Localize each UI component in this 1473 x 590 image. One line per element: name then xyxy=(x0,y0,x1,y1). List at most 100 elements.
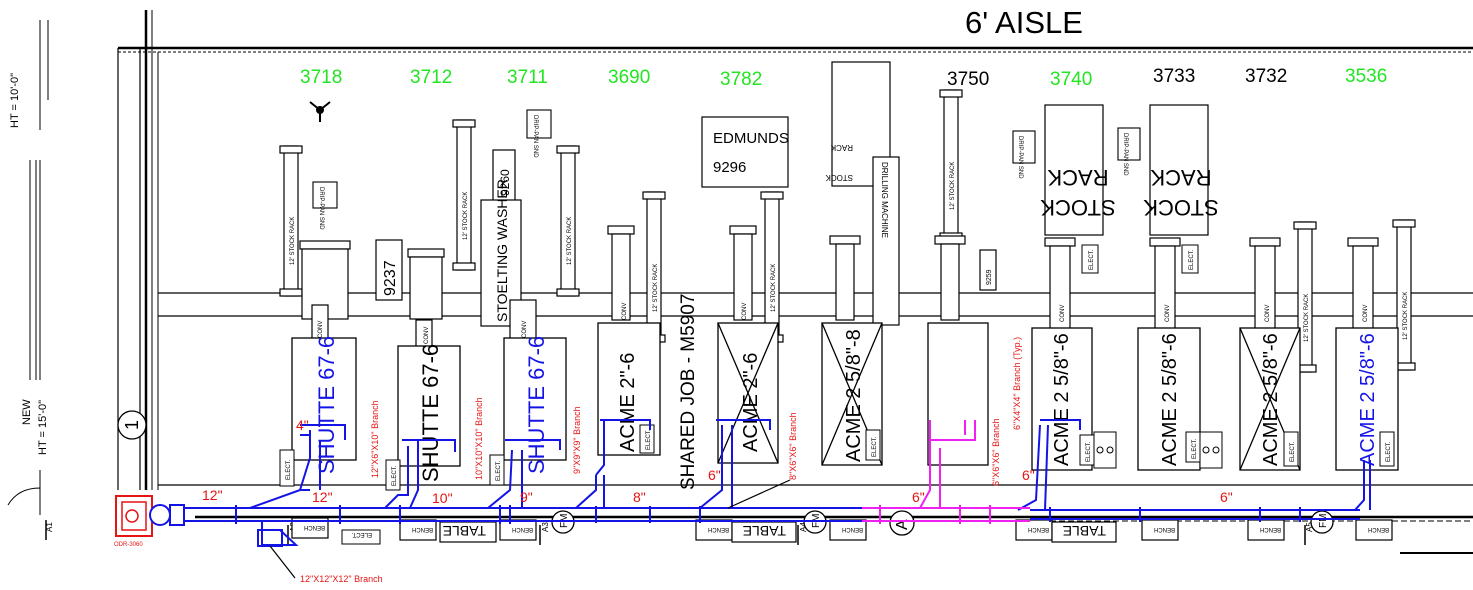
svg-text:ELECT.: ELECT. xyxy=(646,429,652,450)
machine-number: 3536 xyxy=(1345,66,1387,87)
ht-bottom-label: HT = 15'-0" xyxy=(37,400,49,455)
svg-text:CONV: CONV xyxy=(1265,305,1271,322)
machine-number: 3740 xyxy=(1050,69,1092,90)
svg-text:SHUTTE 67-6: SHUTTE 67-6 xyxy=(418,344,443,482)
elect-boxes: ELECT. ELECT. ELECT. ELECT. ELECT. ELECT… xyxy=(279,244,1395,491)
svg-text:TABLE: TABLE xyxy=(743,523,786,539)
svg-text:ELECT.: ELECT. xyxy=(286,459,292,480)
drip-pans: DRIP-PAN SND DRIP-PAN SND DRIP-PAN SND D… xyxy=(312,109,1141,230)
machine-bodies xyxy=(291,322,1399,471)
aisle-title: 6' AISLE xyxy=(965,5,1083,40)
branch-label: 12"X6"X10" Branch xyxy=(370,400,380,478)
svg-text:ELECT.: ELECT. xyxy=(1086,441,1092,462)
conv-labels: CONV CONV CONV CONV CONV CONV CONV CONV … xyxy=(318,303,1369,344)
machine-number: 3732 xyxy=(1245,66,1287,87)
svg-text:STOCK: STOCK xyxy=(1040,195,1116,220)
branch-label: 6"X4"X4" Branch (Typ.) xyxy=(1012,337,1022,430)
svg-text:CONV: CONV xyxy=(522,321,528,338)
duct-size: 12" xyxy=(202,487,223,503)
stock-racks: 12' STOCK RACK 12' STOCK RACK 12' STOCK … xyxy=(279,89,1416,373)
column-marker: A3 xyxy=(541,522,550,532)
svg-text:BENCH: BENCH xyxy=(412,526,433,532)
svg-text:CONV: CONV xyxy=(318,321,324,338)
svg-text:BENCH: BENCH xyxy=(1154,526,1175,532)
column-marker: A4 xyxy=(799,522,808,532)
benches-tables: BENCH BENCH TABLE BENCH BENCH TABLE BENC… xyxy=(291,517,1393,545)
svg-text:CONV: CONV xyxy=(742,303,748,320)
svg-text:12' STOCK RACK: 12' STOCK RACK xyxy=(1403,292,1409,340)
machine-number: 3711 xyxy=(507,67,548,88)
svg-text:SHUTTE 67-6: SHUTTE 67-6 xyxy=(524,336,549,474)
svg-text:RACK: RACK xyxy=(1150,165,1211,190)
svg-text:CONV: CONV xyxy=(424,327,430,344)
svg-text:CONV: CONV xyxy=(1165,305,1171,322)
equipment-boxes: EDMUNDS 9296 RACK STOCK DRILLING MACHINE… xyxy=(375,61,997,327)
svg-text:ELECT.: ELECT. xyxy=(872,436,878,457)
column-marker: A1 xyxy=(45,522,54,532)
left-height-labels: HT = 10'-0" NEW HT = 15'-0" xyxy=(9,73,49,455)
svg-text:TABLE: TABLE xyxy=(443,523,486,539)
machine-acme-1 xyxy=(597,322,661,456)
svg-text:ACME 2"-6: ACME 2"-6 xyxy=(740,353,762,452)
svg-text:ELECT.: ELECT. xyxy=(1189,249,1195,270)
duct-size-labels: 12" 12" 10" 9" 8" 6" 6" 6" 6" 4" xyxy=(202,417,1233,506)
branch-label: 6"X6"X6" Branch xyxy=(991,418,1001,486)
svg-text:12' STOCK RACK: 12' STOCK RACK xyxy=(950,162,956,210)
shared-job-label: SHARED JOB - M5907 xyxy=(678,294,699,490)
svg-text:BENCH: BENCH xyxy=(1260,526,1281,532)
svg-text:12' STOCK RACK: 12' STOCK RACK xyxy=(567,217,573,265)
duct-size: 6" xyxy=(1220,489,1233,505)
machine-number: 3712 xyxy=(410,67,452,88)
duct-size: 6" xyxy=(708,467,721,483)
svg-text:STOCK: STOCK xyxy=(1143,195,1219,220)
svg-text:DRILLING MACHINE: DRILLING MACHINE xyxy=(880,162,889,238)
svg-text:ELECT.: ELECT. xyxy=(1089,249,1095,270)
svg-text:BENCH: BENCH xyxy=(512,526,533,532)
svg-text:BENCH: BENCH xyxy=(842,526,863,532)
svg-text:9260: 9260 xyxy=(498,169,512,196)
column-marker: A5 xyxy=(1305,522,1314,532)
svg-text:BENCH: BENCH xyxy=(708,526,729,532)
svg-text:ACME 2 5/8"-6: ACME 2 5/8"-6 xyxy=(1051,333,1073,466)
svg-text:ELECT.: ELECT. xyxy=(1290,441,1296,462)
svg-text:12' STOCK RACK: 12' STOCK RACK xyxy=(653,264,659,312)
svg-text:A: A xyxy=(894,519,911,530)
svg-text:ELECT.: ELECT. xyxy=(392,465,398,486)
machine-heads xyxy=(299,225,1379,351)
dust-collector: ODR-3060 xyxy=(114,495,185,548)
svg-text:12' STOCK RACK: 12' STOCK RACK xyxy=(463,192,469,240)
svg-text:9296: 9296 xyxy=(713,159,746,176)
svg-text:ACME 2 5/8"-6: ACME 2 5/8"-6 xyxy=(1260,333,1282,466)
ht-top-label: HT = 10'-0" xyxy=(9,73,21,128)
svg-text:TABLE: TABLE xyxy=(1063,523,1106,539)
svg-text:ELECT.: ELECT. xyxy=(351,531,372,537)
shared-duct xyxy=(862,420,1030,524)
svg-text:ELECT.: ELECT. xyxy=(496,460,502,481)
duct-size: 9" xyxy=(520,489,533,505)
large-stock-racks: RACK STOCK RACK STOCK xyxy=(1040,104,1219,236)
machine-number: 3718 xyxy=(300,67,342,88)
machine-number: 3733 xyxy=(1153,66,1195,87)
branch-label: 8"X6"X6" Branch xyxy=(788,412,798,480)
machine-number: 3750 xyxy=(947,69,989,90)
svg-text:DRIP-PAN SND: DRIP-PAN SND xyxy=(532,115,538,158)
svg-text:ACME 2 5/8"-8: ACME 2 5/8"-8 xyxy=(843,329,865,462)
svg-text:CONV: CONV xyxy=(1060,305,1066,322)
tripod-symbol xyxy=(309,101,331,122)
duct-size: 8" xyxy=(633,489,646,505)
duct-size: 6" xyxy=(1022,467,1035,483)
duct-size: 4" xyxy=(296,417,309,433)
svg-text:1: 1 xyxy=(122,420,142,430)
new-label: NEW xyxy=(21,399,33,425)
svg-text:CONV: CONV xyxy=(1363,305,1369,322)
machine-labels: SHUTTE 67-6 SHUTTE 67-6 SHUTTE 67-6 ACME… xyxy=(314,329,1379,482)
svg-text:12' STOCK RACK: 12' STOCK RACK xyxy=(771,264,777,312)
duct-size: 12" xyxy=(312,489,333,505)
svg-text:SHUTTE 67-6: SHUTTE 67-6 xyxy=(314,336,339,474)
machine-number: 3782 xyxy=(720,69,762,90)
svg-text:EDMUNDS: EDMUNDS xyxy=(713,130,789,147)
svg-text:BENCH: BENCH xyxy=(1028,526,1049,532)
machine-number: 3690 xyxy=(608,67,650,88)
svg-text:ACME 2"-6: ACME 2"-6 xyxy=(617,353,639,452)
